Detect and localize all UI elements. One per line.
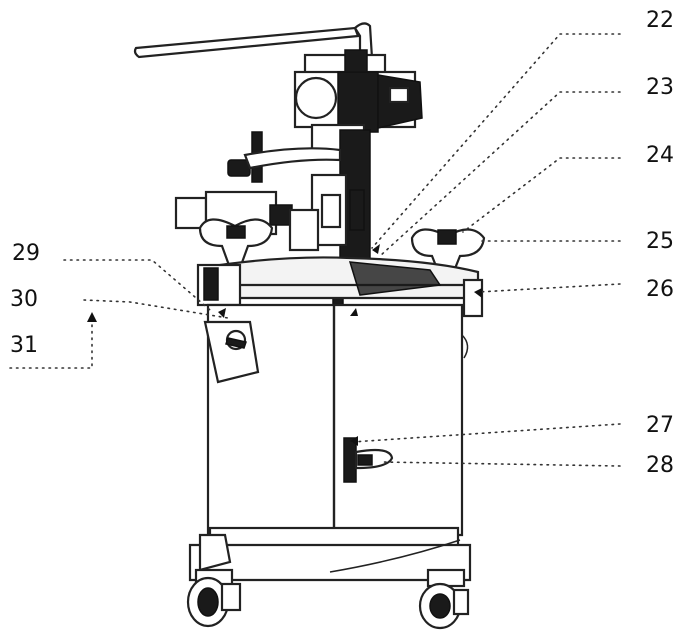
label-31: 31 [10, 333, 38, 358]
tank-lid [196, 256, 484, 318]
label-24: 24 [646, 143, 674, 168]
label-26: 26 [646, 277, 674, 302]
label-29: 29 [12, 241, 40, 266]
left-wing-nut [198, 218, 274, 270]
label-30: 30 [10, 287, 38, 312]
label-27: 27 [646, 413, 674, 438]
right-wing-nut [410, 228, 486, 278]
drain-valve [343, 437, 394, 483]
tank-body [203, 303, 469, 537]
label-25: 25 [646, 229, 674, 254]
trolley-base [188, 526, 472, 588]
arrowheads [87, 244, 482, 446]
left-wheel [186, 576, 242, 628]
label-22: 22 [646, 8, 674, 33]
side-knob [227, 131, 342, 183]
label-23: 23 [646, 75, 674, 100]
label-28: 28 [646, 453, 674, 478]
right-wheel [418, 582, 470, 630]
agitator-handle [133, 22, 374, 60]
leader-lines [9, 33, 621, 467]
drive-head [293, 49, 423, 157]
